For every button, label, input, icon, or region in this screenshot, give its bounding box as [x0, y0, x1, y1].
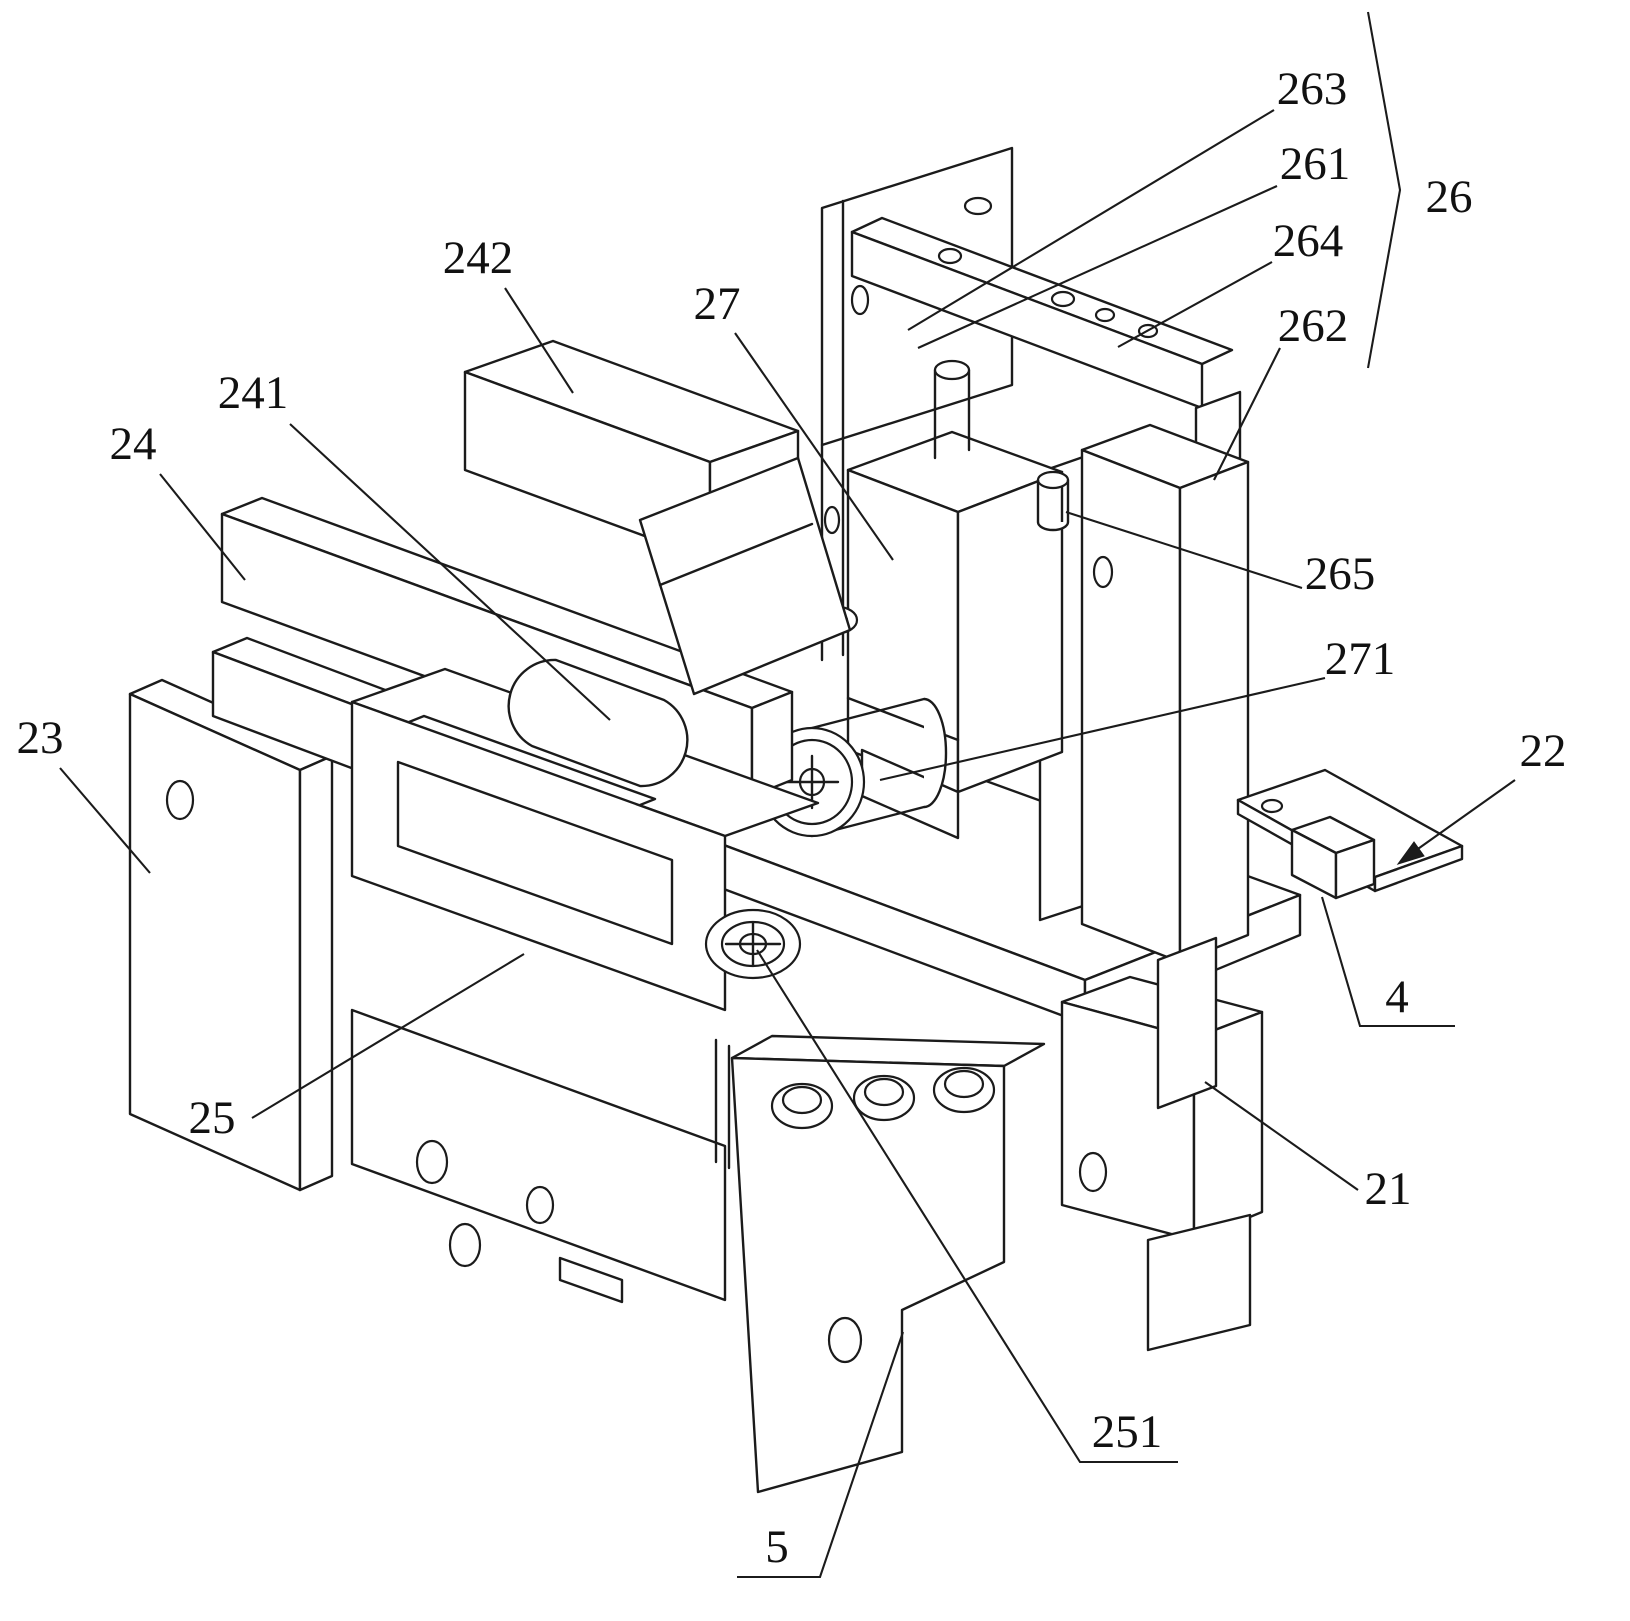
label-251: 251	[1092, 1406, 1163, 1458]
part-4-block	[1290, 815, 1376, 900]
part-23-plate	[128, 678, 334, 1192]
part-241-tongue	[507, 658, 689, 788]
label-24: 24	[110, 418, 157, 470]
leader-263	[907, 109, 1275, 331]
label-263: 263	[1277, 63, 1348, 115]
leader-25	[251, 953, 525, 1119]
leader-271	[879, 676, 1326, 782]
leader-lines	[59, 11, 1516, 1579]
leader-23	[59, 767, 151, 874]
label-271: 271	[1325, 633, 1396, 685]
label-264: 264	[1273, 215, 1344, 267]
leader-5	[737, 1331, 904, 1579]
part-265-pin	[1036, 470, 1070, 532]
leader-4	[1320, 896, 1455, 1028]
label-242: 242	[443, 232, 514, 284]
part-27-arm	[638, 456, 852, 696]
label-4: 4	[1385, 971, 1409, 1023]
label-265: 265	[1305, 548, 1376, 600]
part-21-block	[1060, 975, 1264, 1352]
leader-242	[504, 287, 574, 394]
part-262-lower-strip	[1156, 936, 1218, 1110]
label-261: 261	[1280, 138, 1351, 190]
leader-261	[917, 185, 1278, 349]
label-21: 21	[1365, 1163, 1412, 1215]
bracket-26	[1366, 11, 1402, 369]
label-23: 23	[17, 712, 64, 764]
label-22: 22	[1520, 725, 1567, 777]
screw-washer	[704, 908, 802, 980]
leader-264	[1117, 261, 1273, 348]
leader-265	[1065, 511, 1303, 589]
part-262-slab	[1038, 423, 1250, 964]
label-25: 25	[189, 1092, 236, 1144]
label-27: 27	[694, 278, 741, 330]
guide-pin-top	[933, 359, 971, 460]
label-5: 5	[765, 1521, 789, 1573]
lower-left-block	[350, 1008, 727, 1304]
part-5-block	[730, 1034, 1046, 1494]
part-27-block	[846, 430, 1064, 840]
leader-22	[1414, 779, 1516, 852]
label-26: 26	[1426, 171, 1473, 223]
arrowhead-22	[1396, 841, 1425, 865]
leader-27	[734, 332, 894, 561]
leader-262	[1213, 347, 1281, 481]
reference-labels: 263 261 26 264 262 242 27 241 24 265 271…	[17, 63, 1567, 1573]
leader-251	[756, 949, 1178, 1464]
label-262: 262	[1278, 300, 1349, 352]
leader-241	[289, 423, 611, 721]
leader-24	[159, 473, 246, 581]
gap-edges	[714, 1038, 731, 1170]
label-241: 241	[218, 367, 289, 419]
leader-21	[1204, 1081, 1359, 1191]
